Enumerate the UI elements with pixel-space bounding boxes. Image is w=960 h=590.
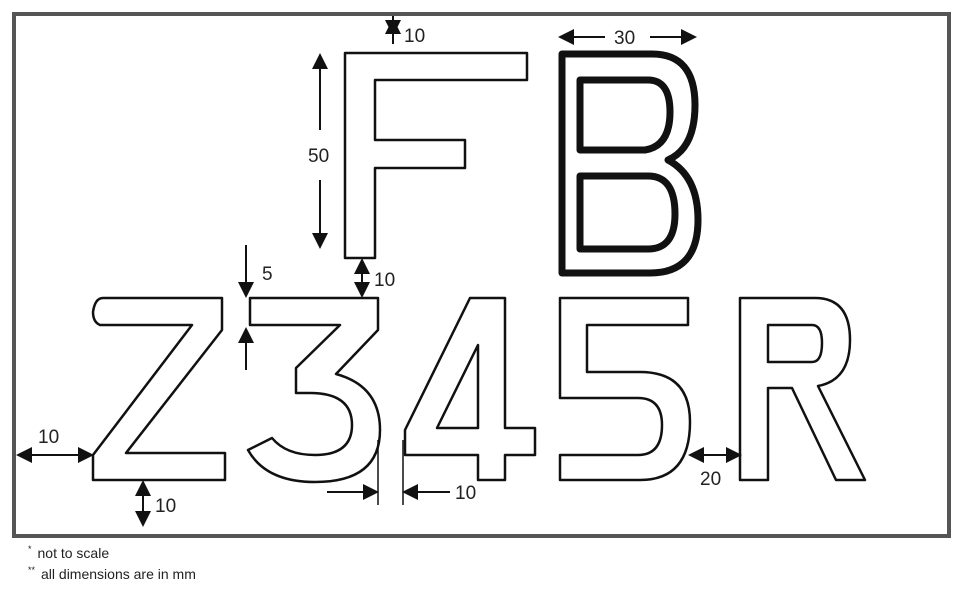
footnote-text: all dimensions are in mm [41, 566, 196, 582]
letter-r [738, 296, 867, 482]
digit-5 [558, 296, 692, 482]
digit-3 [246, 296, 382, 484]
letter-b [558, 50, 702, 277]
digit-4 [403, 296, 537, 482]
dim-letter-width: 30 [614, 28, 635, 49]
digit-2 [91, 296, 227, 482]
dim-left-margin: 10 [38, 427, 59, 448]
footnote-marker: ** [28, 565, 36, 576]
dim-row-spacing: 10 [374, 270, 395, 291]
dim-stroke-width: 10 [455, 483, 476, 504]
dim-letter-height: 50 [308, 146, 329, 167]
dim-group-gap: 20 [700, 469, 721, 490]
footnote-marker: * [28, 544, 32, 555]
footnote-text: not to scale [37, 545, 110, 561]
footnote-units: ** all dimensions are in mm [28, 566, 196, 583]
dimension-arrows [16, 16, 742, 527]
dim-top-margin: 10 [404, 26, 425, 47]
footnote-not-to-scale: * not to scale [28, 545, 109, 562]
dim-row-gap-top: 5 [262, 264, 273, 285]
dim-bottom-margin: 10 [155, 496, 176, 517]
